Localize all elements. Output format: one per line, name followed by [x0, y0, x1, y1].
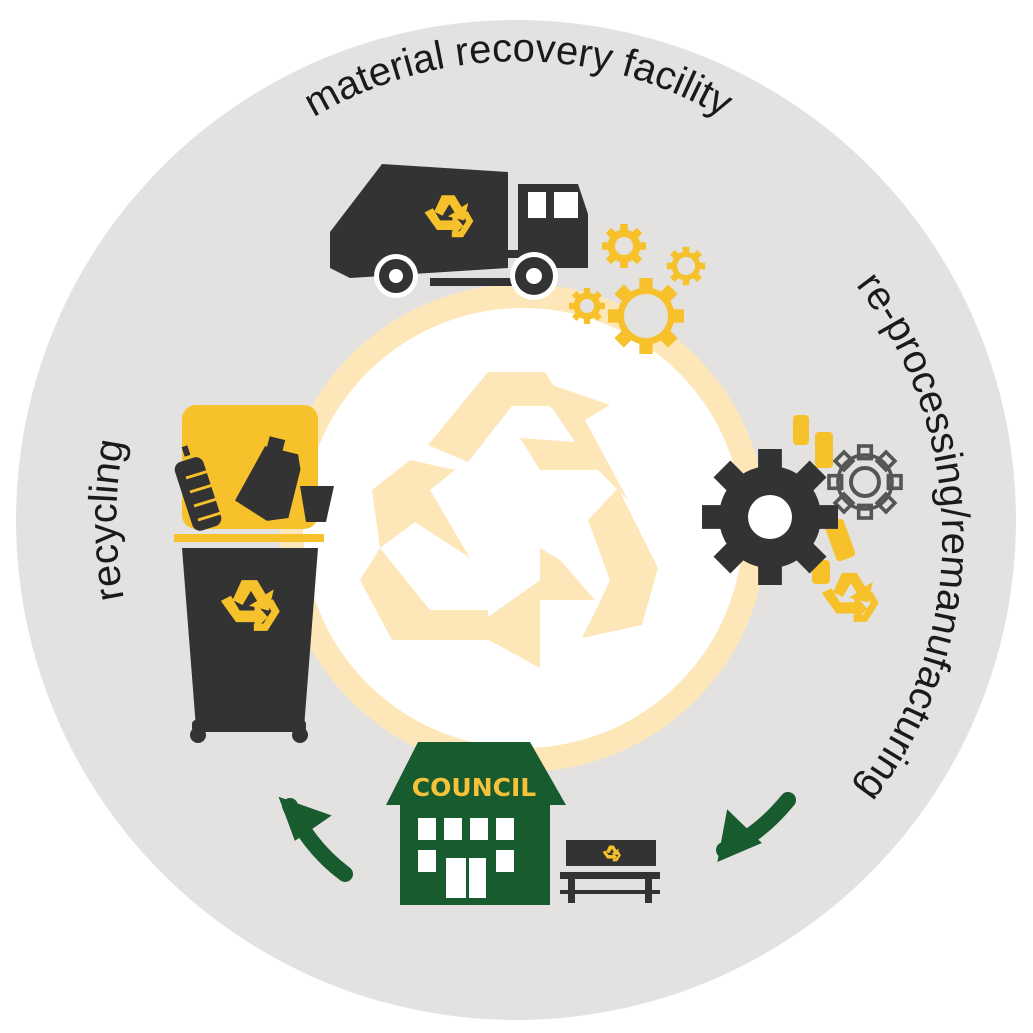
inner-ring — [279, 284, 767, 772]
council-building-icon: COUNCIL — [386, 742, 566, 905]
label-recycling: recycling — [81, 436, 132, 605]
curved-arrow-icon — [278, 796, 353, 882]
gears-icon — [561, 214, 714, 370]
jug-icon — [235, 436, 301, 521]
recycling-bin-icon — [174, 405, 334, 743]
gear-machinery-icon — [673, 415, 918, 620]
council-label: COUNCIL — [412, 773, 536, 802]
recycle-symbol-icon — [360, 372, 658, 668]
garbage-truck-icon — [330, 164, 588, 300]
curved-arrow-icon — [716, 792, 796, 862]
park-bench-icon — [560, 840, 660, 903]
cup-icon — [300, 486, 334, 522]
bottle-icon — [174, 445, 225, 531]
